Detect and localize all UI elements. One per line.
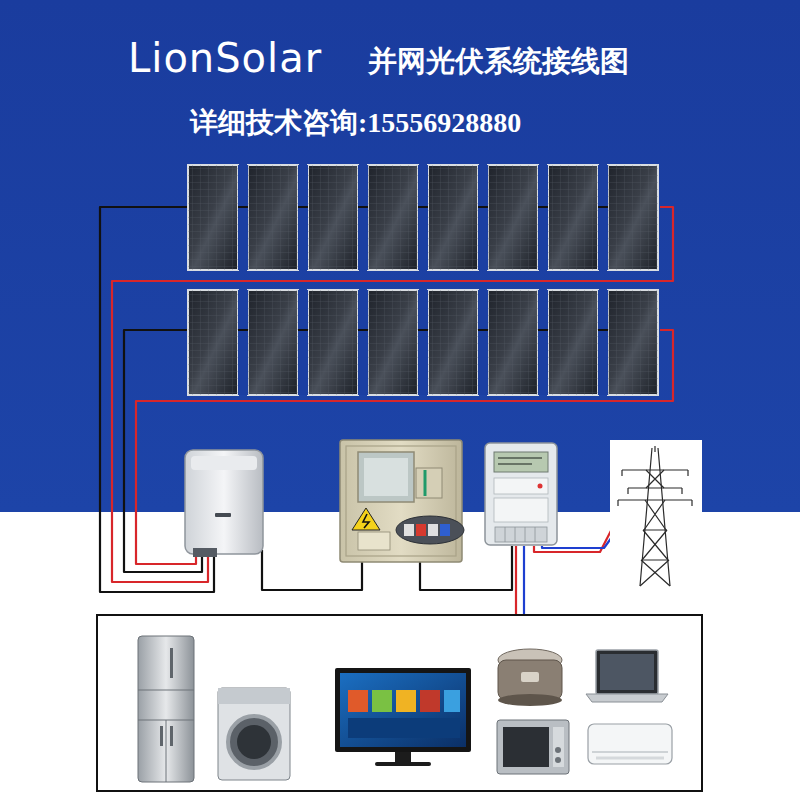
television xyxy=(335,668,471,766)
appliance-frame xyxy=(97,615,702,791)
microwave-oven xyxy=(497,720,569,774)
inverter xyxy=(185,450,263,557)
brand-logo: LionSolar xyxy=(128,34,322,82)
energy-meter xyxy=(485,443,557,545)
washing-machine xyxy=(218,688,290,780)
air-conditioner xyxy=(588,724,672,764)
power-tower xyxy=(610,440,702,592)
laptop xyxy=(586,650,668,702)
solar-panels xyxy=(188,165,658,395)
rice-cooker xyxy=(498,649,562,706)
brand-logo-holder: LionSolar xyxy=(128,34,322,82)
diagram-title: 并网光伏系统接线图 xyxy=(368,44,629,79)
contact-line-holder: 详细技术咨询:15556928880 xyxy=(190,106,521,140)
distribution-box xyxy=(340,440,464,562)
diagram-title-holder: 并网光伏系统接线图 xyxy=(368,44,629,79)
blue-ground xyxy=(0,0,800,512)
contact-line: 详细技术咨询:15556928880 xyxy=(190,106,521,140)
refrigerator xyxy=(138,636,194,782)
